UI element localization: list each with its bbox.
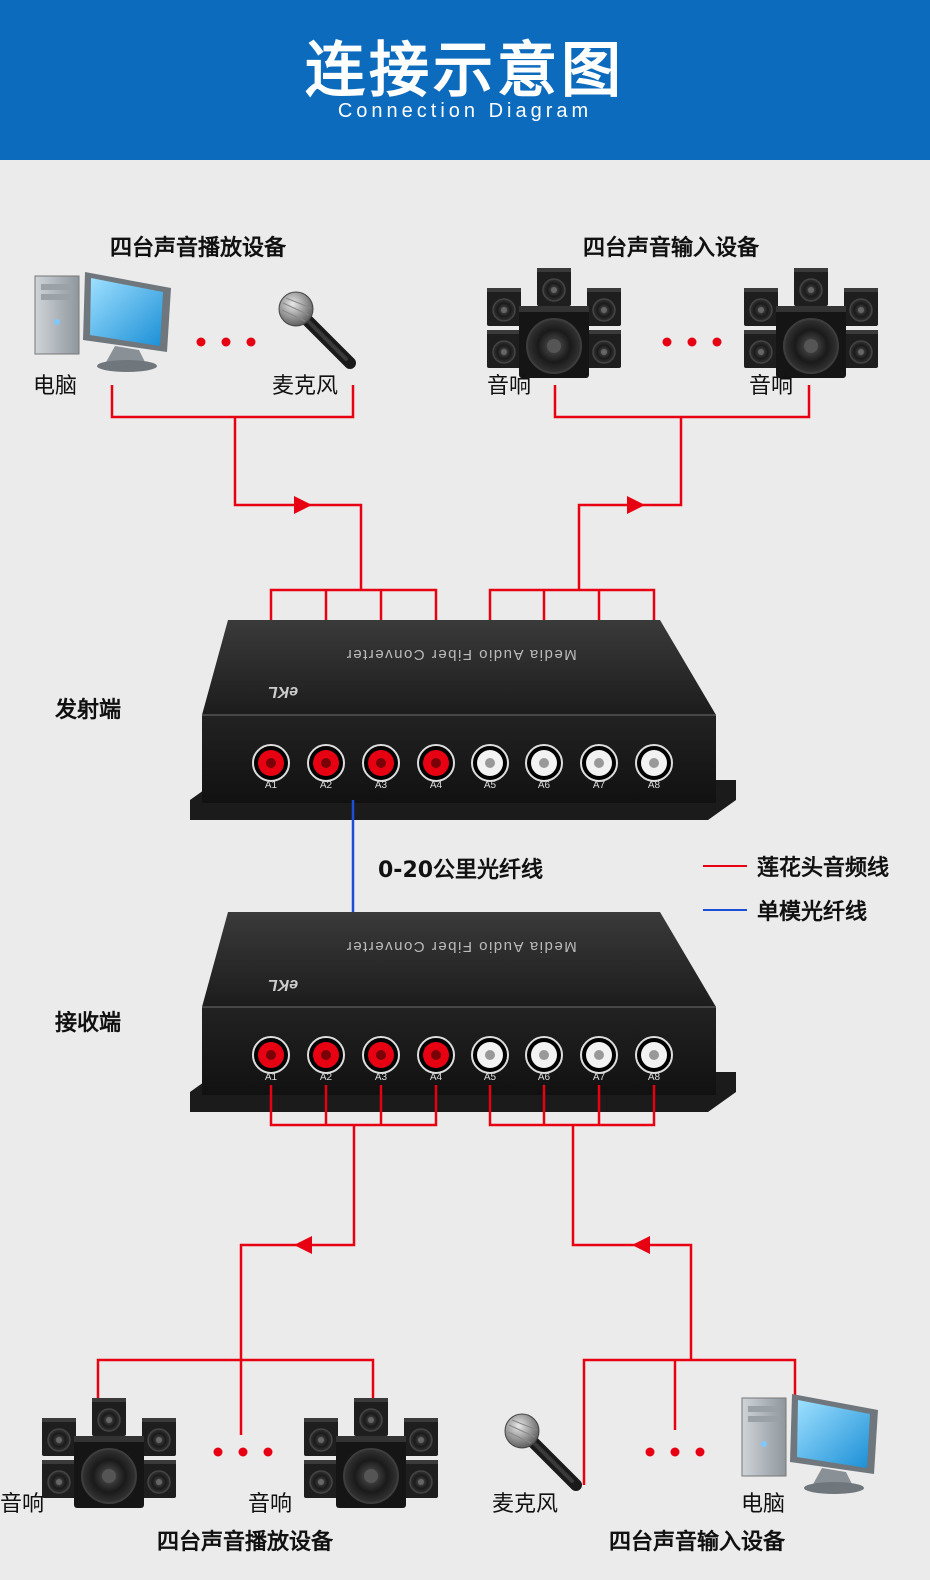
rca-port-hole bbox=[485, 1050, 495, 1060]
group-label-top-right: 四台声音输入设备 bbox=[583, 236, 760, 261]
port-label: A6 bbox=[538, 1072, 551, 1083]
port-label: A3 bbox=[375, 780, 388, 791]
rca-port-hole bbox=[376, 1050, 386, 1060]
port-label: A7 bbox=[593, 1072, 606, 1083]
arrow-left-icon bbox=[294, 1236, 312, 1254]
computer-label: 电脑 bbox=[33, 374, 78, 399]
arrow-left-icon bbox=[632, 1236, 650, 1254]
speaker-icon bbox=[42, 1398, 176, 1508]
audio-cable-bottom bbox=[96, 1085, 797, 1485]
rca-port-hole bbox=[649, 1050, 659, 1060]
microphone-icon bbox=[279, 292, 350, 363]
page-subtitle: Connection Diagram bbox=[337, 100, 593, 122]
ellipsis-dots-top-right bbox=[662, 337, 722, 347]
rca-port-hole bbox=[649, 758, 659, 768]
fiber-distance-label: 0-20公里光纤线 bbox=[378, 858, 544, 883]
port-label: A3 bbox=[375, 1072, 388, 1083]
panel-text: Media Audio Fiber Converter bbox=[345, 938, 576, 955]
legend-fiber-label: 单模光纤线 bbox=[757, 900, 868, 925]
rca-port-hole bbox=[539, 758, 549, 768]
rca-port-hole bbox=[594, 1050, 604, 1060]
speaker-icon bbox=[304, 1398, 438, 1508]
port-label: A1 bbox=[265, 1072, 278, 1083]
brand-logo: eKL bbox=[268, 683, 298, 700]
port-label: A1 bbox=[265, 780, 278, 791]
audio-cable-top bbox=[110, 385, 811, 620]
port-label: A6 bbox=[538, 780, 551, 791]
legend-audio-swatch bbox=[703, 865, 747, 867]
port-label: A7 bbox=[593, 780, 606, 791]
group-label-top-left: 四台声音播放设备 bbox=[110, 236, 287, 261]
ellipsis-dots-bottom-left bbox=[213, 1447, 273, 1457]
port-row: A1 A2 A3 A4 A5 A6 A7 A8 bbox=[252, 1036, 673, 1083]
rca-port-hole bbox=[539, 1050, 549, 1060]
computer-label: 电脑 bbox=[741, 1492, 786, 1517]
speaker-icon bbox=[744, 268, 878, 378]
port-label: A2 bbox=[320, 780, 333, 791]
microphone-label: 麦克风 bbox=[272, 374, 339, 399]
port-label: A4 bbox=[430, 780, 443, 791]
rca-port-hole bbox=[431, 758, 441, 768]
port-label: A8 bbox=[648, 780, 661, 791]
receiver-label: 接收端 bbox=[55, 1011, 122, 1036]
microphone-label: 麦克风 bbox=[492, 1492, 559, 1517]
speaker-icon bbox=[487, 268, 621, 378]
panel-text: Media Audio Fiber Converter bbox=[345, 646, 576, 663]
computer-icon bbox=[34, 271, 172, 373]
speaker-label: 音响 bbox=[0, 1492, 45, 1517]
rca-port-hole bbox=[431, 1050, 441, 1060]
legend-audio-label: 莲花头音频线 bbox=[757, 856, 890, 881]
group-label-bottom-right: 四台声音输入设备 bbox=[609, 1530, 786, 1555]
page-title: 连接示意图 bbox=[305, 36, 625, 106]
rca-port-hole bbox=[376, 758, 386, 768]
arrow-right-icon bbox=[627, 496, 645, 514]
ellipsis-dots-top-left bbox=[196, 337, 256, 347]
rca-port-hole bbox=[485, 758, 495, 768]
port-label: A4 bbox=[430, 1072, 443, 1083]
speaker-label: 音响 bbox=[248, 1492, 293, 1517]
port-label: A8 bbox=[648, 1072, 661, 1083]
transmitter-label: 发射端 bbox=[55, 698, 122, 723]
group-label-bottom-left: 四台声音播放设备 bbox=[157, 1530, 334, 1555]
speaker-label: 音响 bbox=[749, 374, 794, 399]
legend-fiber-swatch bbox=[703, 909, 747, 911]
ellipsis-dots-bottom-right bbox=[645, 1447, 705, 1457]
port-label: A5 bbox=[484, 1072, 497, 1083]
microphone-icon bbox=[505, 1414, 576, 1485]
rca-port-hole bbox=[321, 758, 331, 768]
brand-logo: eKL bbox=[268, 976, 298, 993]
port-label: A5 bbox=[484, 780, 497, 791]
rca-port-hole bbox=[266, 758, 276, 768]
computer-icon bbox=[741, 1393, 879, 1495]
rca-port-hole bbox=[594, 758, 604, 768]
header-banner: 连接示意图 Connection Diagram bbox=[0, 0, 930, 160]
rca-port-hole bbox=[321, 1050, 331, 1060]
port-label: A2 bbox=[320, 1072, 333, 1083]
port-row: A1 A2 A3 A4 A5 A6 A7 A8 bbox=[252, 744, 673, 791]
rca-port-hole bbox=[266, 1050, 276, 1060]
arrow-right-icon bbox=[294, 496, 312, 514]
speaker-label: 音响 bbox=[487, 374, 532, 399]
